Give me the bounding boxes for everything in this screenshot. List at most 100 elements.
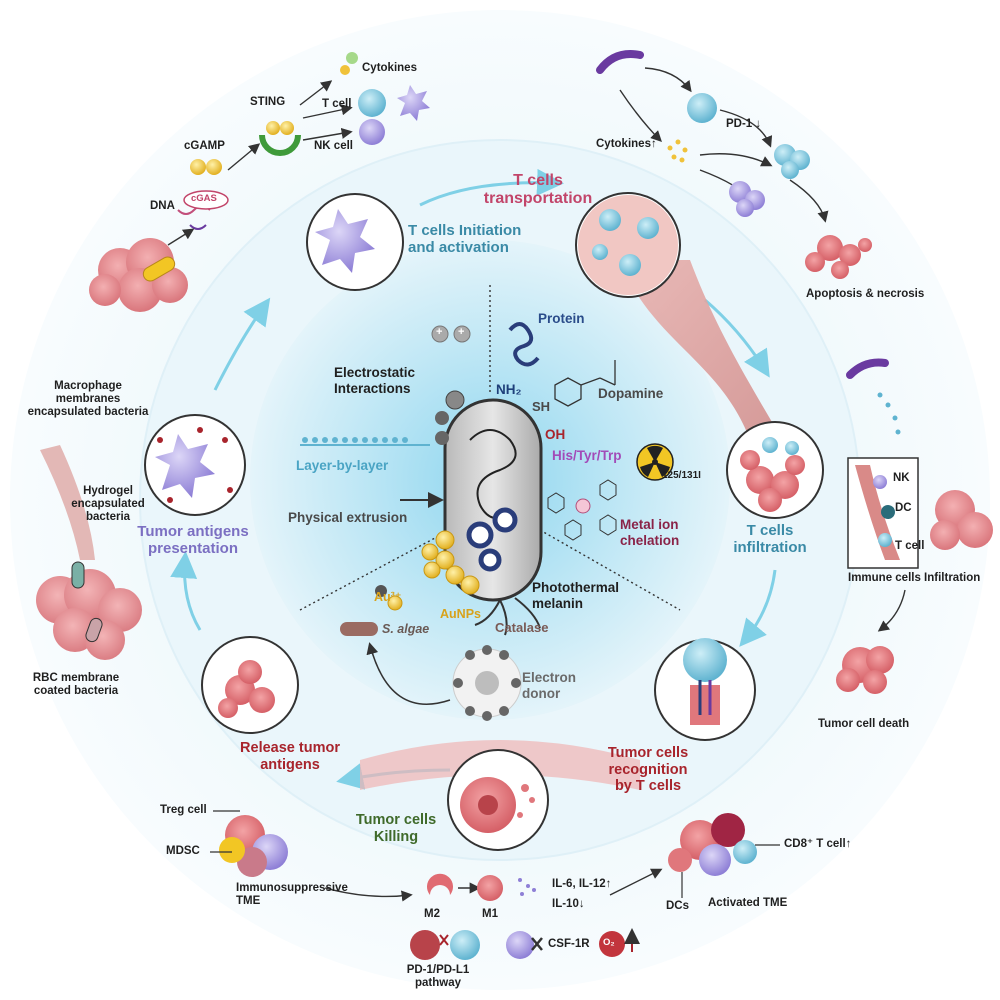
cgas-box [183, 190, 229, 210]
label-oh: OH [545, 427, 566, 442]
sting-arrows [167, 80, 353, 246]
label-mdsc: MDSC [166, 845, 200, 857]
nkcell-topleft [359, 119, 385, 145]
label-dc-r: DC [895, 502, 912, 514]
cytokine-green [346, 52, 358, 64]
label-tumor-death: Tumor cell death [818, 718, 910, 730]
tme-to-m2-arrow [324, 887, 413, 902]
negative-charge [375, 585, 387, 597]
catalase-roots [474, 597, 541, 636]
tumor-bacterium [142, 256, 176, 282]
apoptosis-cluster [805, 235, 872, 279]
m1-macrophage [477, 875, 503, 901]
label-aunps: AuNPs [440, 607, 481, 621]
cgamp-molecules [190, 159, 222, 175]
right-dc [881, 505, 895, 519]
label-cd8: CD8⁺ T cell↑ [784, 838, 852, 850]
label-cgamp: cGAMP [184, 140, 225, 152]
release-tumor [218, 660, 275, 718]
topright-cytokines [667, 139, 688, 163]
label-m1: M1 [482, 908, 498, 920]
pd1-tumor [410, 930, 440, 960]
transport-fill [578, 195, 678, 295]
label-cytokines-up: Cytokines↑ [596, 138, 657, 150]
electrostatic-beads [431, 325, 471, 445]
label-sh: SH [532, 399, 551, 414]
label-csf: CSF-1R [548, 938, 590, 950]
arrow-infiltration-to-recognition [739, 569, 777, 647]
o2-badge [599, 931, 625, 957]
csf-block-x [531, 937, 543, 951]
right-dots [877, 392, 901, 435]
central-bacterium [443, 398, 543, 602]
m2-macrophage [427, 873, 453, 895]
label-nh2: NH₂ [496, 382, 522, 397]
topright-tcell [687, 93, 717, 123]
layer-by-layer-chain [302, 437, 408, 443]
label-pd1: PD-1 ↓ [726, 118, 762, 130]
label-immune-infiltration: Immune cells Infiltration [848, 572, 981, 584]
topright-bacterium [596, 50, 644, 74]
presentation-dc-cell [155, 434, 215, 498]
label-tcell-r: T cell [895, 540, 925, 552]
right-death-arrow [877, 589, 906, 632]
protein-icon [508, 322, 540, 367]
il-cytokines [518, 878, 536, 896]
transport-tcells [592, 209, 659, 276]
label-catalase: Catalase [495, 620, 549, 635]
label-o2: O₂ [603, 937, 615, 948]
tumor-death-cluster [836, 646, 894, 694]
immunosuppressive-tme-cluster [219, 815, 288, 877]
label-s-algae: S. algae [382, 622, 430, 636]
left-vessel [40, 445, 95, 560]
electron-donor [452, 645, 522, 721]
label-protein: Protein [538, 311, 585, 326]
label-dopamine: Dopamine [598, 386, 664, 401]
radiation-icon [636, 443, 674, 481]
electron-to-algae-arrow [366, 642, 451, 705]
presentation-antigens [157, 427, 233, 503]
node-infiltration [726, 421, 824, 519]
label-dcs: DCs [666, 900, 690, 912]
label-treg: Treg cell [160, 804, 207, 816]
label-nk-r: NK [893, 472, 910, 484]
infiltration-tumor [740, 450, 805, 512]
pd1-block-x [439, 934, 449, 946]
arrow-init-to-transport [419, 168, 564, 207]
label-physical-extrusion: Physical extrusion [288, 510, 408, 525]
activated-tme-cluster [668, 813, 757, 876]
right-tumor-cluster [930, 490, 993, 550]
label-dna: DNA [150, 200, 175, 212]
label-apoptosis: Apoptosis & necrosis [806, 288, 925, 300]
label-m2: M2 [424, 908, 440, 920]
topright-nk-cluster [729, 181, 765, 217]
right-nk [873, 475, 887, 489]
tcell-topleft [358, 89, 386, 117]
label-au3: Au³⁺ [374, 590, 402, 604]
killing-tumor [460, 777, 535, 833]
left-hydrogel-bacterium [71, 561, 85, 589]
label-plus-2: + [458, 326, 465, 338]
label-sting: STING [250, 96, 286, 108]
label-nkcell-tl: NK cell [314, 140, 353, 152]
label-his-tyr-trp: His/Tyr/Trp [552, 448, 622, 463]
dopamine-structure [554, 360, 616, 407]
label-tcell-tl: T cell [322, 98, 352, 110]
blood-vessel [620, 260, 800, 470]
infiltration-tcells [762, 437, 799, 455]
pd1-tcell [450, 930, 480, 960]
dna-helix-2 [189, 224, 207, 230]
right-tcell [878, 533, 892, 547]
label-il6: IL-6, IL-12↑ [552, 878, 612, 890]
